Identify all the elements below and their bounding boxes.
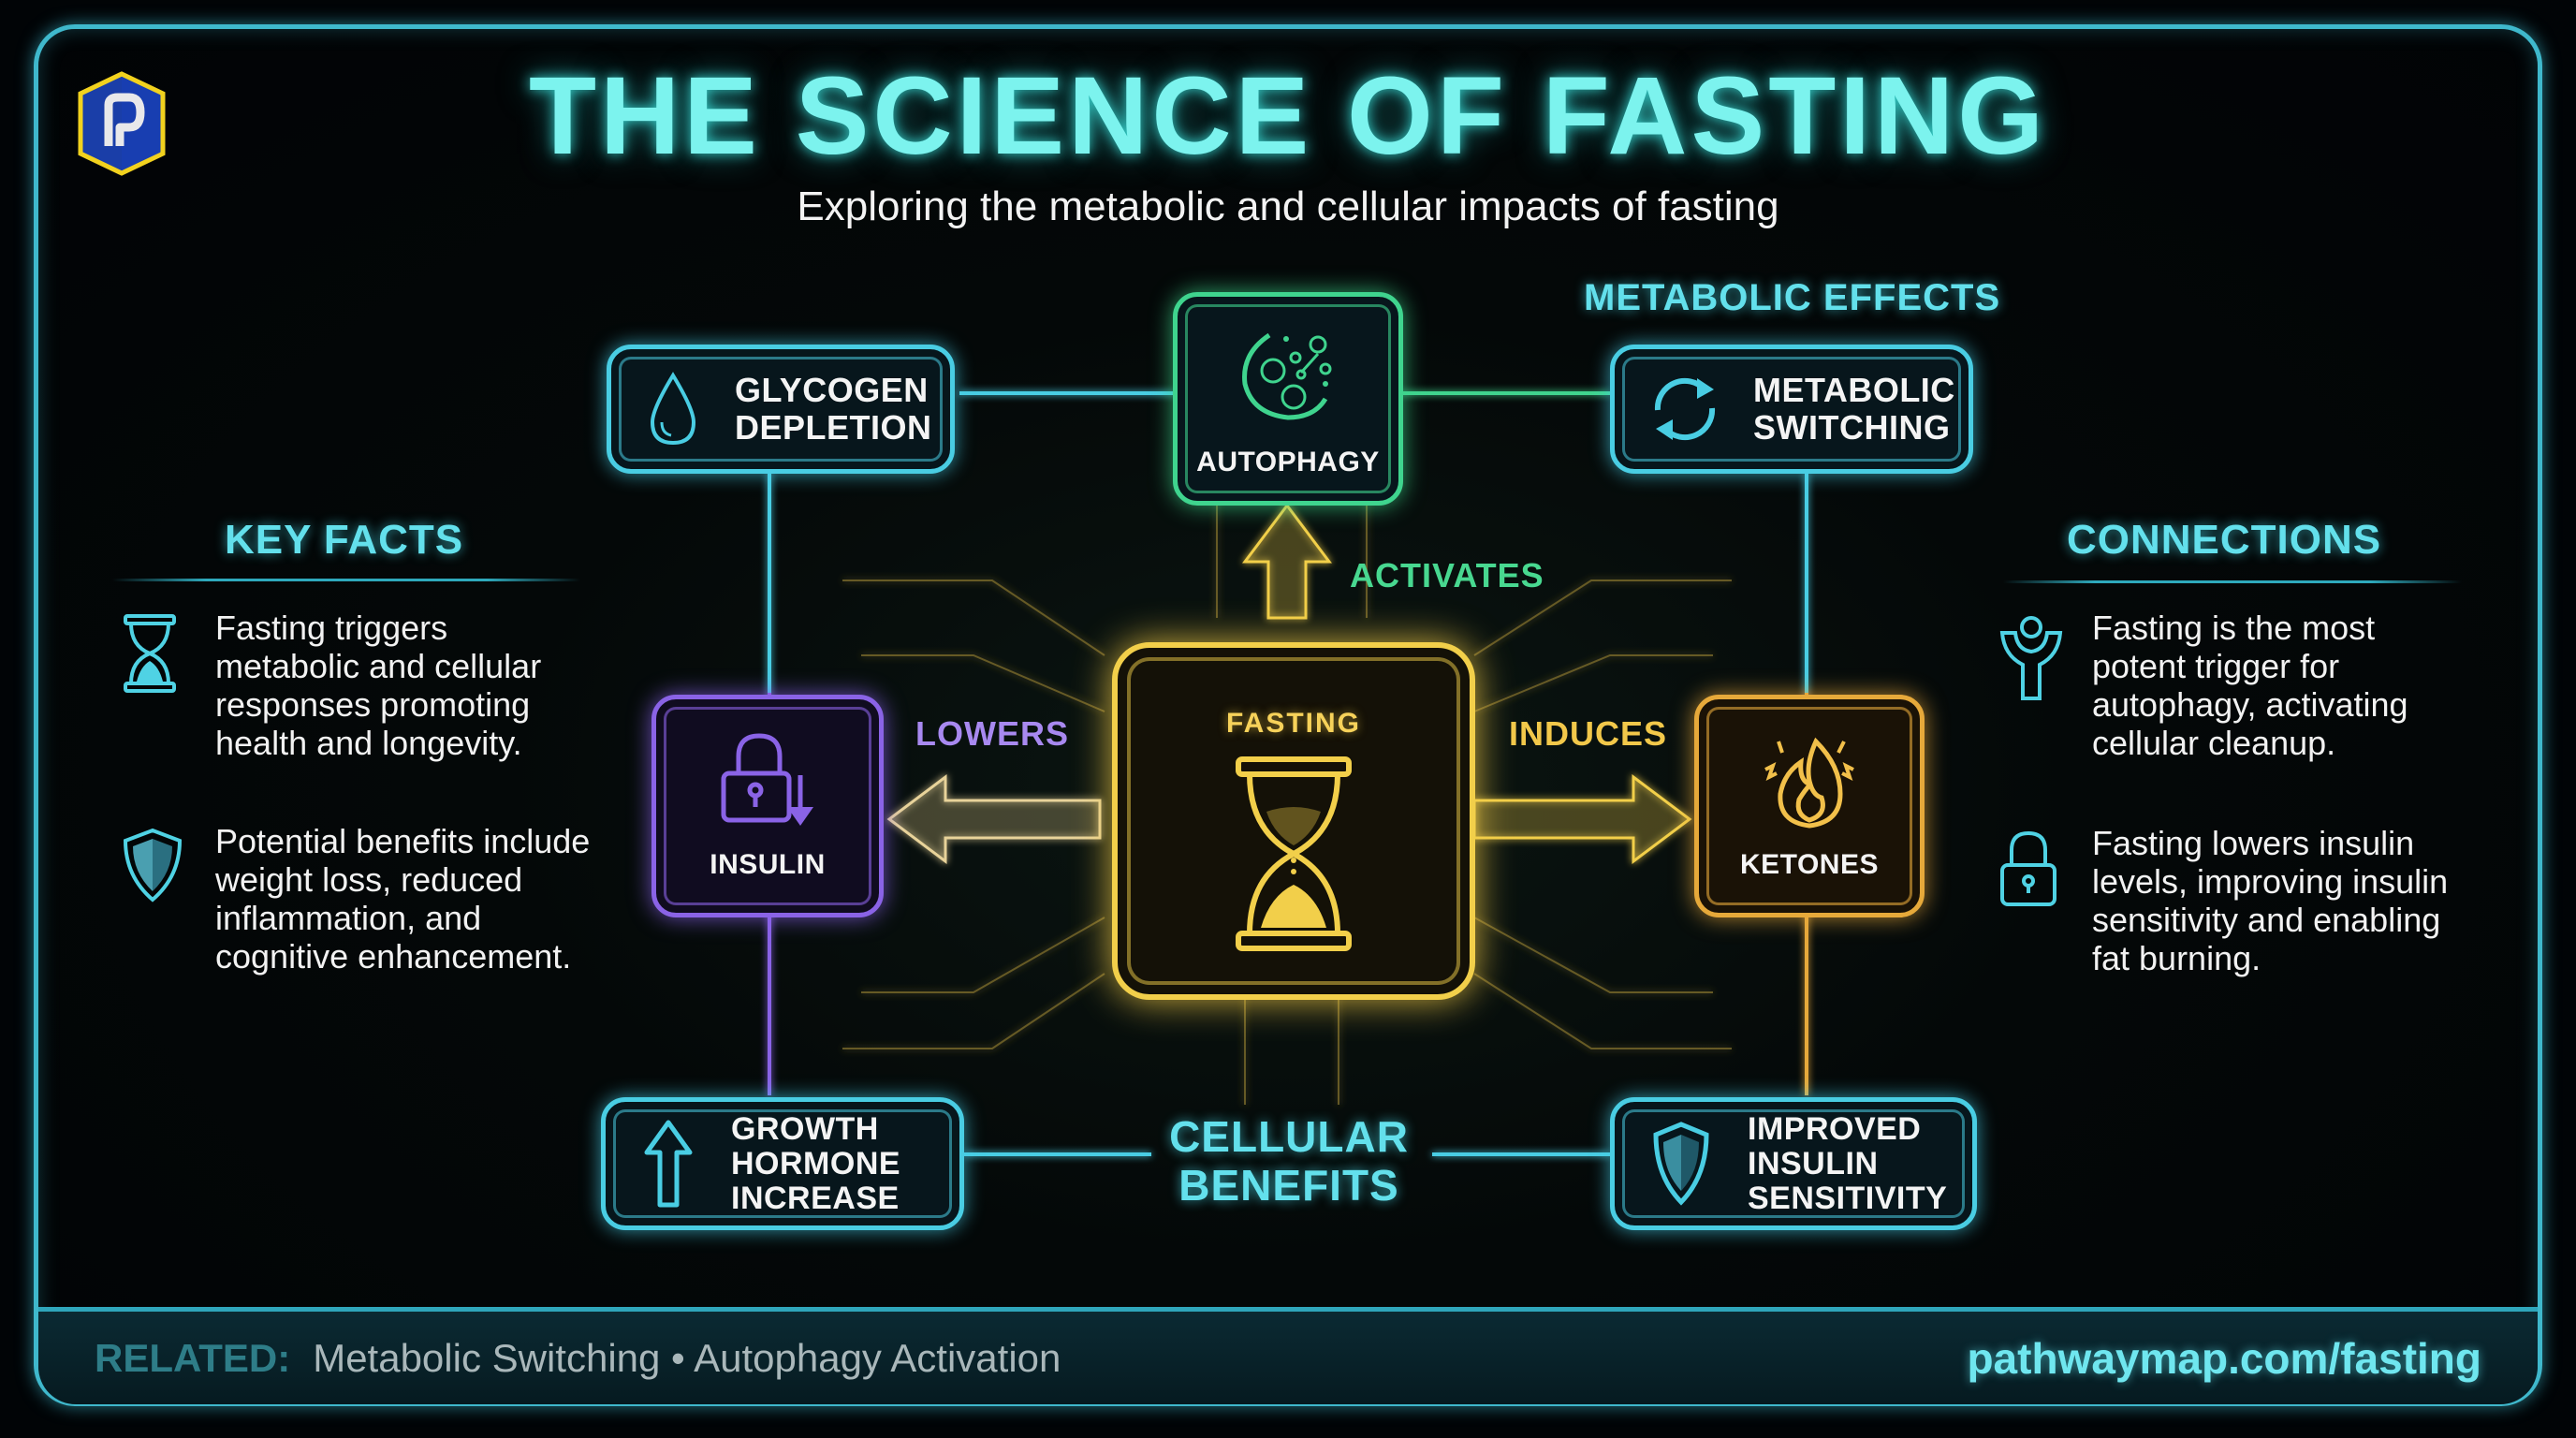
cell-icon (1242, 332, 1332, 420)
related-links[interactable]: Metabolic Switching • Autophagy Activati… (313, 1335, 1061, 1380)
connections-divider (2003, 580, 2462, 583)
hourglass-icon (122, 609, 187, 762)
key-fact-text: Potential benefits include weight loss, … (215, 822, 591, 976)
water-drop-icon (650, 372, 696, 446)
person-raised-arms-icon (1998, 609, 2064, 762)
relation-activates: ACTIVATES (1350, 556, 1544, 594)
connection-text: Fasting is the most potent trigger for a… (2092, 609, 2408, 762)
node-label: GROWTH HORMONE INCREASE (731, 1110, 901, 1216)
key-fact-item: Fasting triggers metabolic and cellular … (122, 609, 599, 762)
center-label: FASTING (1225, 708, 1361, 739)
node-insulin[interactable]: INSULIN (651, 695, 884, 917)
logo-badge-icon (78, 71, 166, 176)
refresh-cycle-icon (1654, 377, 1716, 441)
connection-item: Fasting lowers insulin levels, improving… (1998, 824, 2476, 977)
node-label: INSULIN (710, 849, 826, 880)
key-fact-text: Fasting triggers metabolic and cellular … (215, 609, 542, 762)
metabolic-effects-heading: METABOLIC EFFECTS (1584, 277, 2001, 318)
node-growth-hormone[interactable]: GROWTH HORMONE INCREASE (601, 1097, 964, 1230)
connections-heading: CONNECTIONS (2067, 517, 2382, 563)
shield-icon (122, 822, 187, 976)
page-title: THE SCIENCE OF FASTING (528, 54, 2048, 178)
node-label: AUTOPHAGY (1196, 447, 1380, 477)
node-label: GLYCOGEN DEPLETION (735, 371, 932, 447)
node-glycogen-depletion[interactable]: GLYCOGEN DEPLETION (607, 345, 955, 474)
node-label: METABOLIC SWITCHING (1753, 371, 1955, 447)
node-fasting-center[interactable]: FASTING (1112, 642, 1475, 1000)
lock-down-arrow-icon (721, 733, 813, 826)
key-fact-item: Potential benefits include weight loss, … (122, 822, 599, 976)
arrow-up-icon (644, 1120, 693, 1208)
source-url-link[interactable]: pathwaymap.com/fasting (1967, 1333, 2481, 1383)
key-facts-divider (112, 579, 580, 581)
logo[interactable] (77, 71, 167, 176)
connection-text: Fasting lowers insulin levels, improving… (2092, 824, 2449, 977)
node-label: IMPROVED INSULIN SENSITIVITY (1748, 1110, 1948, 1216)
cellular-benefits-heading: CELLULAR BENEFITS (1169, 1112, 1409, 1210)
node-ketones[interactable]: KETONES (1694, 695, 1925, 917)
related-label: RELATED: (95, 1335, 291, 1380)
node-label: KETONES (1740, 849, 1879, 880)
connection-item: Fasting is the most potent trigger for a… (1998, 609, 2476, 762)
hourglass-icon (1236, 756, 1352, 951)
node-improved-insulin-sensitivity[interactable]: IMPROVED INSULIN SENSITIVITY (1610, 1097, 1977, 1230)
relation-lowers: LOWERS (915, 714, 1069, 753)
relation-induces: INDUCES (1509, 714, 1668, 753)
flame-icon (1764, 737, 1854, 829)
footer-bar: RELATED: Metabolic Switching • Autophagy… (38, 1307, 2538, 1404)
key-facts-heading: KEY FACTS (225, 517, 464, 563)
padlock-icon (1998, 824, 2064, 977)
shield-icon (1653, 1122, 1709, 1206)
node-metabolic-switching[interactable]: METABOLIC SWITCHING (1610, 345, 1973, 474)
node-autophagy[interactable]: AUTOPHAGY (1173, 292, 1403, 506)
page-subtitle: Exploring the metabolic and cellular imp… (797, 183, 1779, 229)
